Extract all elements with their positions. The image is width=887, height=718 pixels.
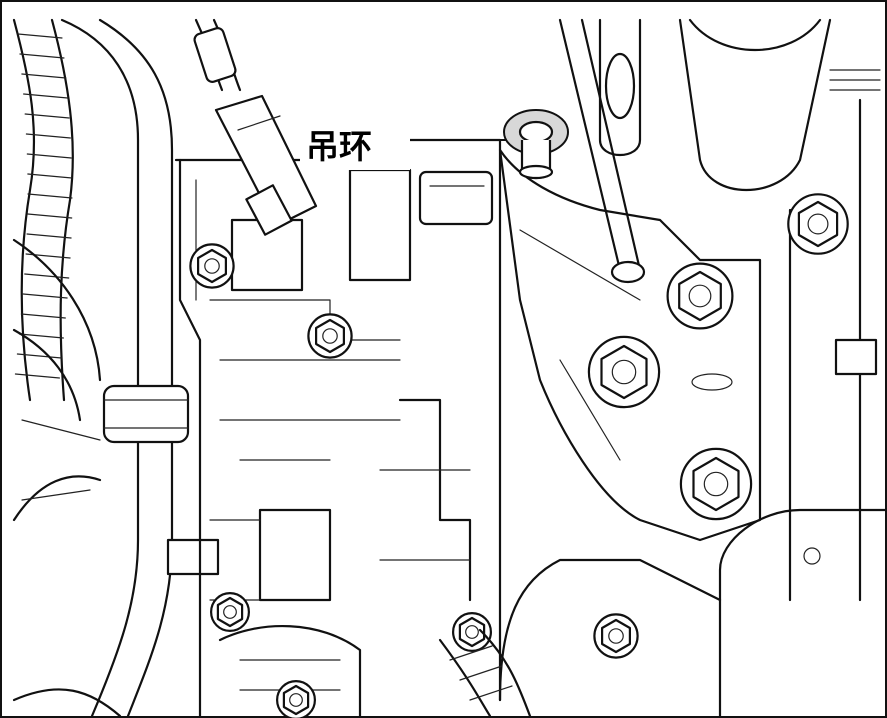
callout-label-bg xyxy=(300,118,410,170)
hex-bolt-icon xyxy=(210,591,251,632)
hex-bolt-icon xyxy=(593,613,639,659)
hex-bolt-icon xyxy=(587,335,661,409)
coolant-pipe-left xyxy=(60,18,220,718)
callout: 吊环 xyxy=(300,118,506,170)
hex-bolt-icon xyxy=(679,447,753,521)
hex-bolt-icon xyxy=(276,680,316,718)
hex-bolt-icon xyxy=(452,611,493,652)
pipe-bracket xyxy=(166,538,220,576)
lower-hose xyxy=(438,628,532,718)
wire-harness-icon xyxy=(12,18,74,402)
callout-label: 吊环 xyxy=(306,127,372,166)
housing-boss xyxy=(348,168,412,282)
engine-mount-bracket xyxy=(498,18,762,702)
hex-bolt-icon xyxy=(666,262,734,330)
electrical-connector-icon xyxy=(193,18,318,236)
lifting-eye-icon xyxy=(503,109,569,180)
left-housing xyxy=(12,238,122,718)
hex-bolt-icon xyxy=(189,243,235,289)
hex-bolt-icon xyxy=(307,313,353,359)
sensor-mount xyxy=(418,170,494,226)
alternator-assembly xyxy=(598,18,887,718)
pipe-clamp xyxy=(102,384,190,444)
hex-bolt-icon xyxy=(787,193,849,255)
